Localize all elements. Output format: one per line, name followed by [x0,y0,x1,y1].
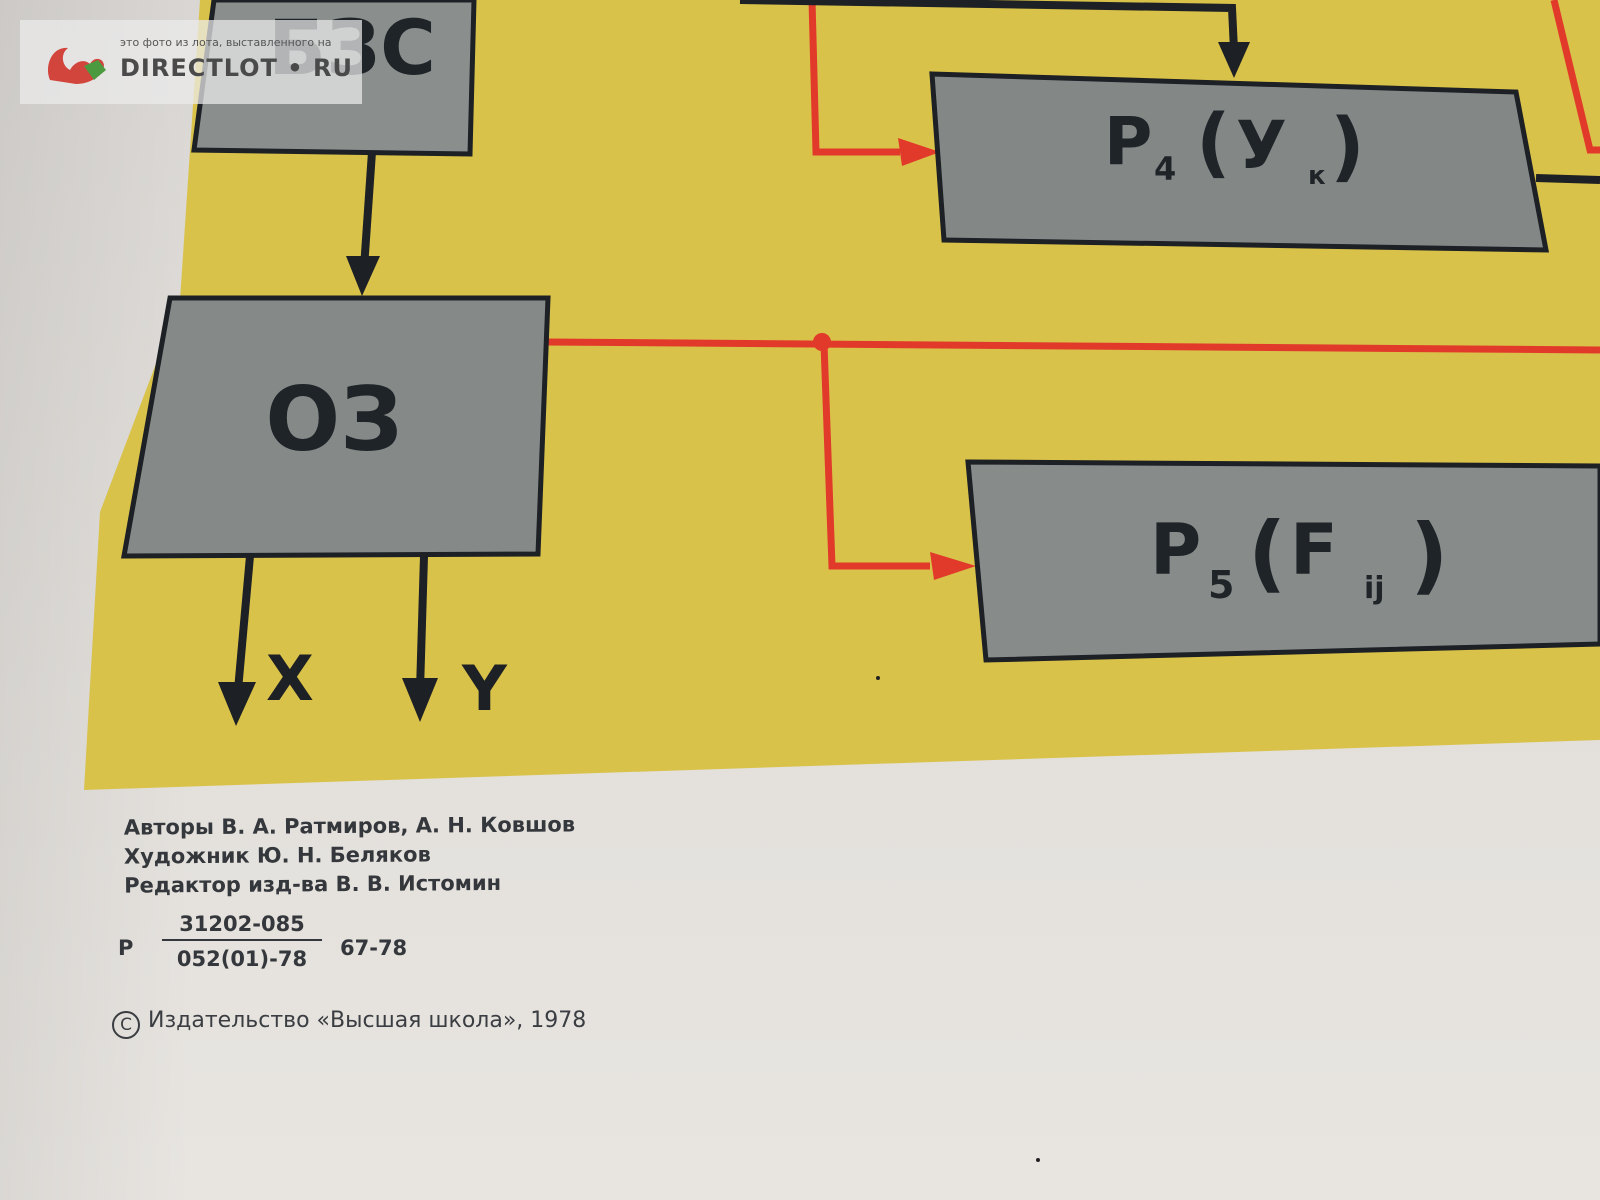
block-p4-close-paren: ) [1330,101,1365,190]
squirrel-logo-icon [48,47,106,84]
watermark-brand: DIRECTLOT • RU [120,54,353,82]
arrowhead-output-y [402,678,438,722]
catalog-numerator: 31202-085 [162,912,322,941]
block-p5-open-paren: ( [1248,504,1286,602]
output-x-label: X [266,642,314,715]
block-p5: P 5 ( F ij ) [965,459,1600,663]
copyright-text: Издательство «Высшая школа», 1978 [148,1008,587,1033]
block-p5-subscript: 5 [1208,563,1234,607]
block-p4-open-paren: ( [1196,97,1231,186]
copyright-icon: C [112,1011,140,1039]
block-p4: P 4 ( У к ) [929,71,1550,253]
block-p4-letter: P [1104,103,1152,180]
block-oz-label: ОЗ [265,368,402,471]
arrowhead-to-p4 [898,138,940,166]
block-oz: ОЗ [121,295,551,559]
arrowhead-to-p4-top [1218,42,1250,78]
block-p4-arg: У [1236,107,1287,184]
arrowhead-output-x [218,682,256,726]
block-p4-subscript: 4 [1154,150,1176,188]
credits-editor: Редактор изд-ва В. В. Истомин [124,870,502,898]
credits: Авторы В. А. Ратмиров, А. Н. Ковшов Худо… [124,810,576,900]
block-p5-close-paren: ) [1410,506,1448,604]
credits-authors: Авторы В. А. Ратмиров, А. Н. Ковшов [123,812,576,840]
black-connectors [234,0,1600,691]
catalog-prefix: Р [118,936,134,960]
arrowhead-to-oz [346,256,380,296]
block-p5-letter: P [1150,509,1201,591]
watermark-caption: это фото из лота, выставленного на [120,36,332,49]
catalog-suffix: 67-78 [340,936,408,960]
red-signal-lines [545,0,1600,570]
watermark: это фото из лота, выставленного на DIREC… [20,20,362,104]
catalog-denominator: 052(01)-78 [176,947,308,971]
copyright-line: C Издательство «Высшая школа», 1978 [112,1008,586,1039]
junction-dot [813,333,831,351]
credits-artist: Художник Ю. Н. Беляков [123,842,431,869]
catalog-fraction: 31202-085 052(01)-78 [162,912,322,971]
print-speck [876,676,880,680]
arrowhead-to-p5 [930,552,976,580]
block-p4-arg-subscript: к [1308,161,1326,191]
print-speck [1036,1158,1040,1162]
output-y-label: Y [461,652,508,725]
block-p5-arg: F [1290,509,1338,591]
block-p5-arg-subscript: ij [1364,571,1385,606]
